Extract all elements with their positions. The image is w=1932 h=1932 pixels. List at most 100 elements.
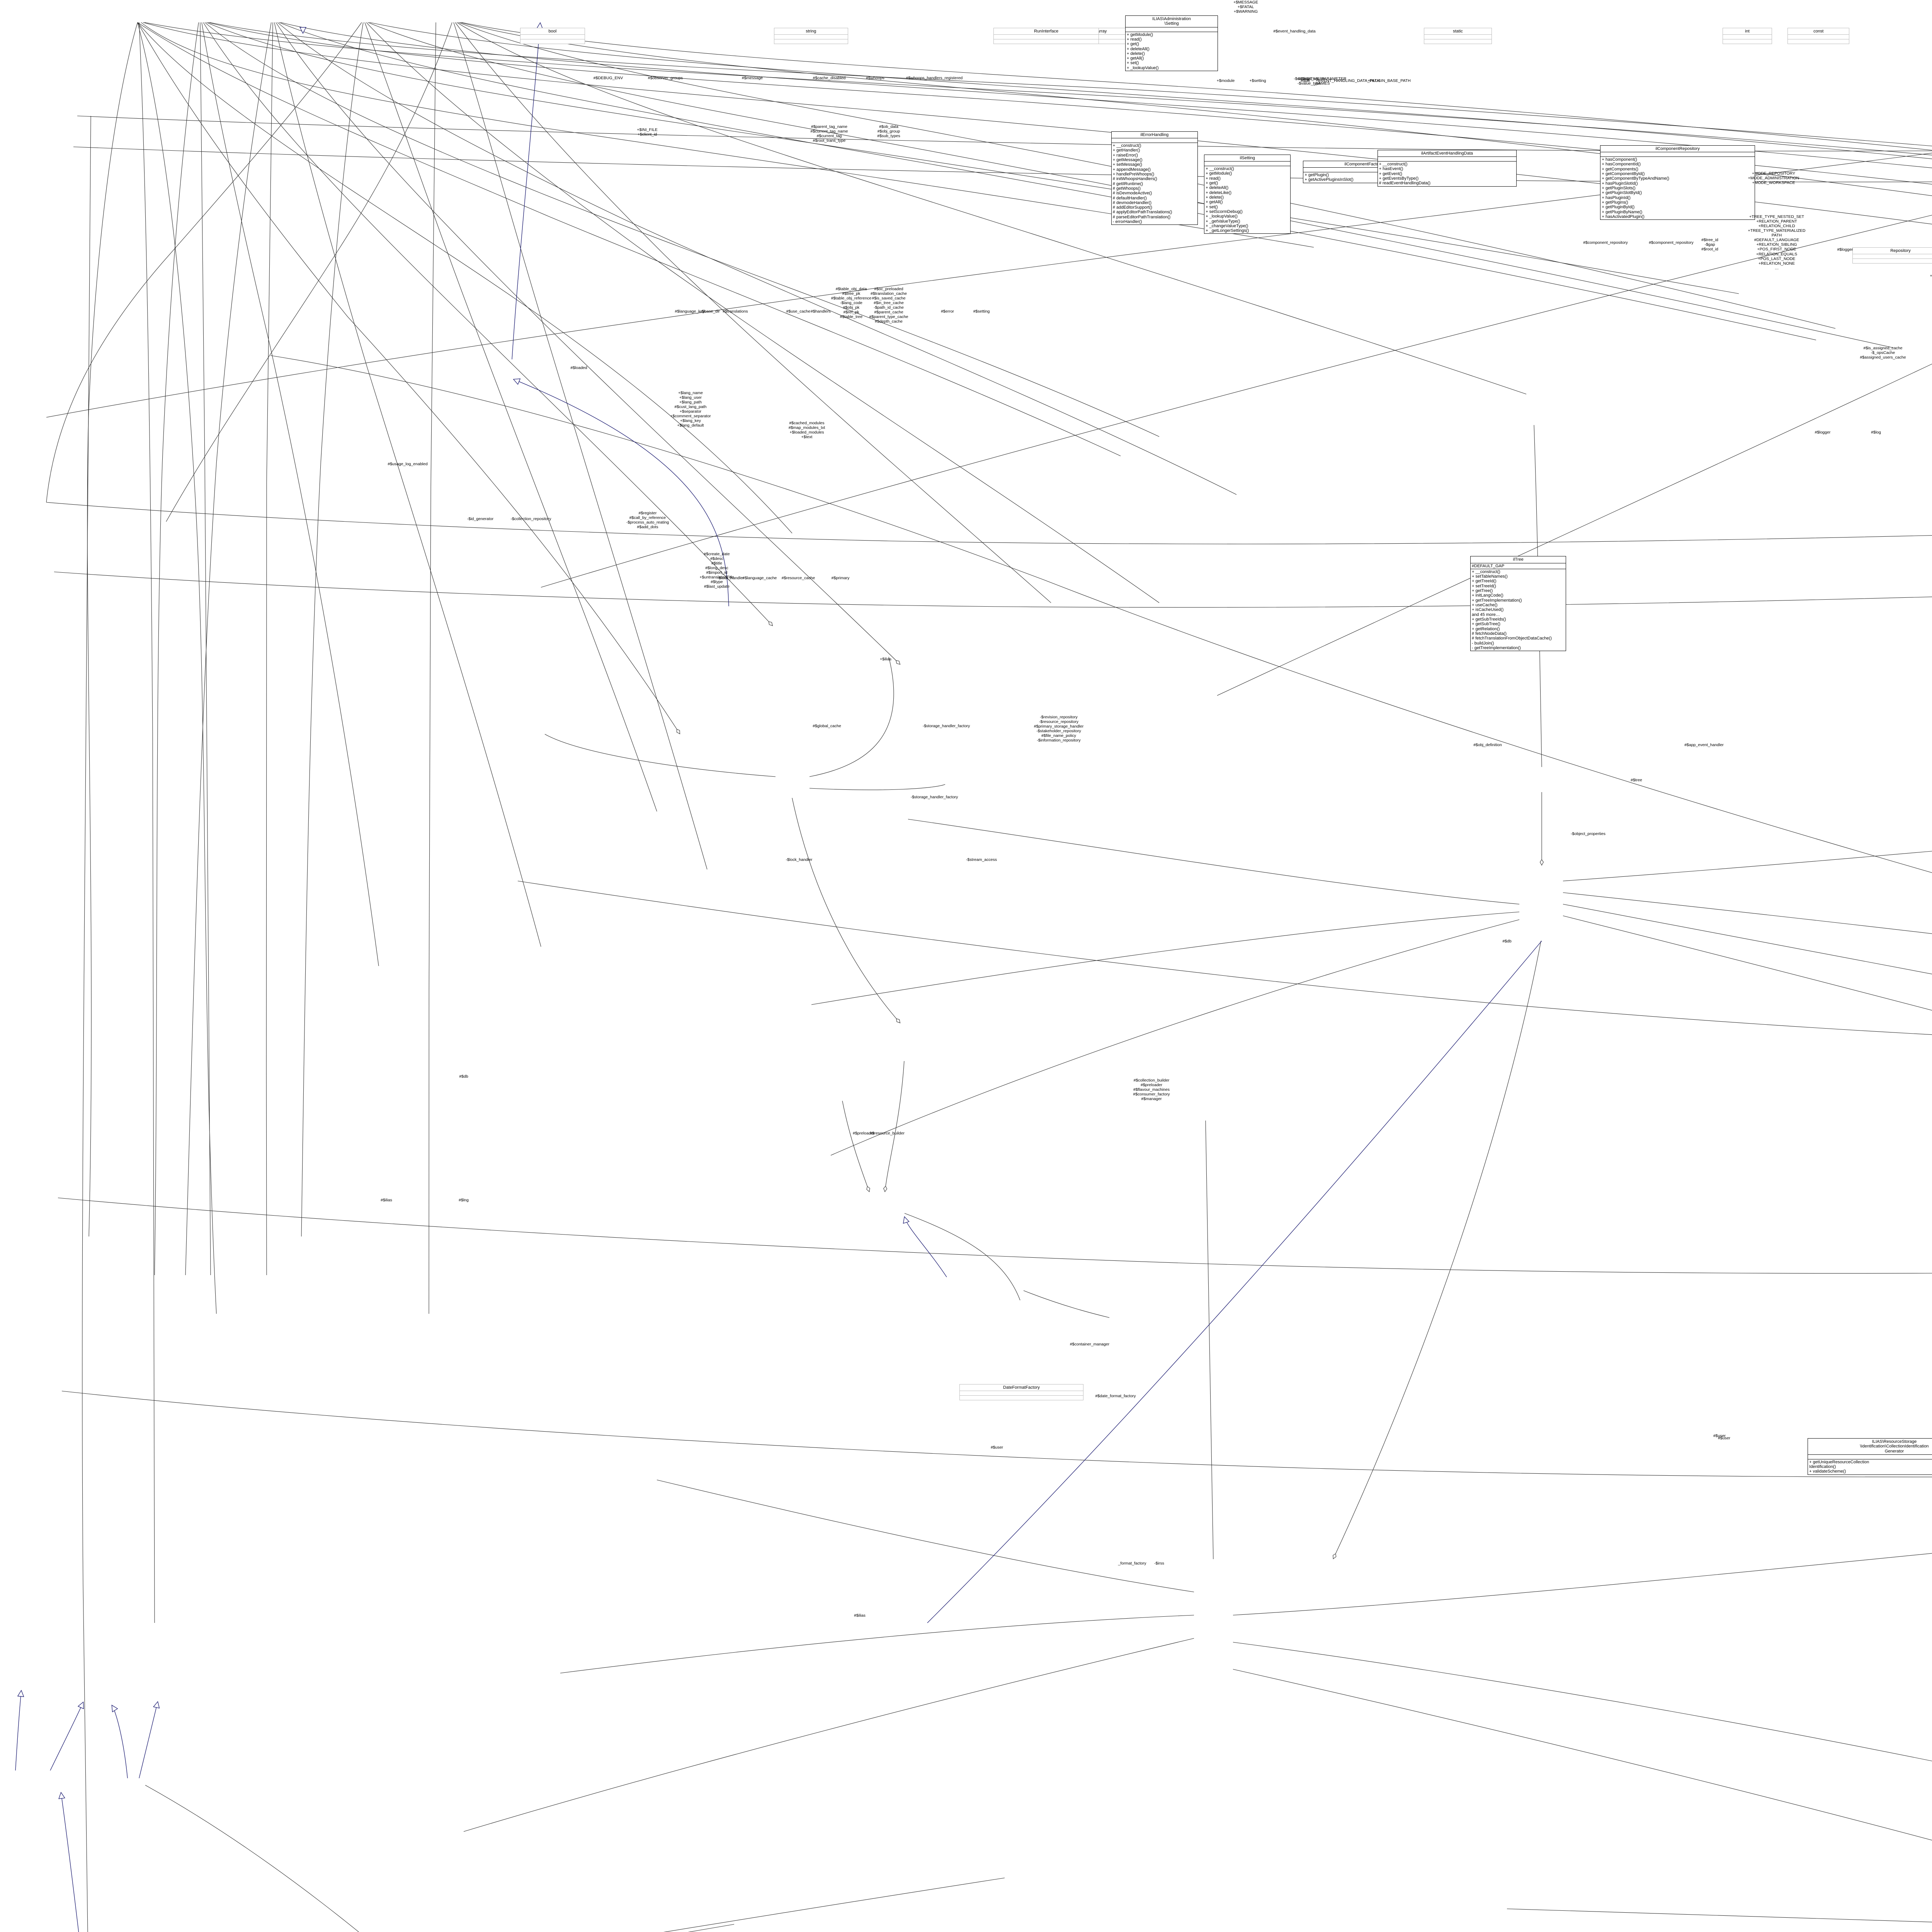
edge-label: +FILTER_NOT_INTERNAL +FILTER_ALL_GLOBAL … [1930, 274, 1932, 278]
class-title: const [1813, 29, 1824, 34]
class-separator [520, 34, 585, 35]
edge-label: #$error [941, 309, 954, 314]
class-attributes [774, 35, 848, 39]
class-title: ilSetting [1240, 155, 1255, 160]
class-node[interactable]: DateFormatFactory [959, 1384, 1083, 1401]
class-operations [774, 39, 848, 44]
edge-label: +$INI_FILE +$client_id [637, 128, 658, 137]
class-separator [1378, 156, 1517, 157]
class-operations: + __construct() + getHandler() + raiseEr… [1112, 143, 1172, 224]
class-node[interactable]: Repository [1852, 247, 1932, 264]
class-operations: + getPlugin() + getActivePluginsInSlot() [1304, 173, 1354, 182]
edge-label: -$collection_repository [510, 517, 551, 521]
edge-label: #$date_format_factory [1095, 1394, 1136, 1398]
class-separator [1204, 161, 1291, 162]
class-node[interactable]: string [774, 27, 848, 44]
edge-label: #$resource_cache [781, 576, 815, 580]
edge-label: #$user [990, 1445, 1003, 1450]
class-node[interactable]: ilComponentRepository+ hasComponent() + … [1600, 145, 1755, 220]
class-attributes [520, 35, 585, 39]
edge-label: #$tree_id -$gap #$root_id [1701, 238, 1718, 252]
class-attributes [994, 35, 1098, 39]
class-node[interactable]: ILIAS\Administration \Setting + getModule… [1125, 15, 1218, 71]
class-operations: + __construct() + hasEvent() + getEvent(… [1379, 162, 1431, 186]
edge-label: #$user [1718, 1436, 1731, 1440]
edge-label: #$oc_preloaded #$translation_cache #$is_… [869, 287, 908, 324]
edge-label: #$container_manager [1070, 1342, 1110, 1347]
class-node[interactable]: const [1787, 27, 1850, 44]
edge-label: -$revision_repository -$resource_reposit… [1034, 715, 1084, 743]
class-attributes [1204, 162, 1290, 166]
edge-label: #$user [1713, 1434, 1726, 1438]
class-node[interactable]: RunInterface [993, 27, 1099, 44]
class-attributes [1600, 152, 1755, 156]
class-separator [1424, 34, 1492, 35]
class-operations [994, 39, 1098, 44]
class-node[interactable]: ilTree#DEFAULT_GAP+ __construct() + setT… [1470, 556, 1566, 651]
edge-label: +$lang_name +$lang_user +$lang_path #$cu… [670, 391, 711, 428]
class-attributes [1808, 1455, 1932, 1459]
class-node[interactable]: ilErrorHandling + __construct() + getHand… [1111, 131, 1198, 225]
class-operations [1424, 39, 1492, 44]
class-title: array [1097, 29, 1107, 34]
edge-label: #$language_key [675, 309, 705, 314]
class-title: DateFormatFactory [1003, 1385, 1040, 1390]
class-operations [960, 1396, 1083, 1400]
class-attributes [1112, 138, 1197, 143]
class-attributes [1424, 35, 1492, 39]
class-title: ILIAS\ResourceStorage \Identification\Co… [1860, 1439, 1929, 1454]
class-separator [994, 34, 1099, 35]
class-node[interactable]: static [1423, 27, 1492, 44]
edge-label: +$MESSAGE +$FATAL +$WARNING [1233, 0, 1258, 14]
edge-label: #$db [1301, 78, 1310, 83]
edge-label: #$translations [723, 309, 748, 314]
class-attributes: #DEFAULT_GAP [1472, 563, 1505, 568]
class-separator [1378, 161, 1517, 162]
class-node[interactable]: bool [520, 27, 585, 44]
edge-label: -$lock_handler [717, 576, 744, 580]
class-operations: + __construct() + setTableNames() + getT… [1472, 569, 1552, 650]
edge-label: #$register #$call_by_reference -$process… [626, 511, 669, 530]
edge-label: #$message [742, 76, 763, 80]
edge-label: #$use_cache [786, 309, 811, 314]
class-title: ilArtifactEventHandlingData [1421, 151, 1473, 156]
class-operations: + getModule() + read() + get() + deleteA… [1126, 32, 1159, 70]
edge-label: #$table_obj_data #$tree_pk #$table_obj_r… [831, 287, 872, 320]
edge-label: +$module [1216, 78, 1235, 83]
class-title: bool [548, 29, 557, 34]
class-operations [1853, 259, 1932, 263]
edge-label: #$parent_tag_name #$current_tag_name #$c… [810, 124, 848, 143]
edge-label: #$log [1871, 430, 1881, 435]
class-node[interactable]: ilSetting+ __construct() + getModule() +… [1204, 154, 1291, 234]
edge-label: -$id_generator [467, 517, 494, 521]
class-title: ilErrorHandling [1140, 132, 1169, 137]
edge-label: #$resource_builder [870, 1131, 905, 1136]
class-node[interactable]: ilArtifactEventHandlingData + __construct… [1377, 150, 1517, 187]
class-node[interactable]: ILIAS\ResourceStorage \Identification\Co… [1808, 1438, 1932, 1475]
edge-label: +MODE_REPOSITORY +MODE_ADMINISTRATION +M… [1748, 171, 1799, 185]
edge-label: #$event_handling_data [1273, 29, 1316, 34]
edge-label: #$global_cache [813, 724, 841, 728]
class-operations [520, 39, 585, 44]
class-separator [1788, 34, 1849, 35]
edge-label: -$object_properties [1571, 832, 1605, 836]
class-operations [1788, 39, 1849, 44]
class-attributes [1853, 254, 1932, 259]
edge-label: #$setting [973, 309, 990, 314]
edge-label: -$storage_handler_factory [910, 795, 958, 799]
class-node[interactable]: int [1722, 27, 1772, 44]
edge-label: +PLUGIN_BASE_PATH [1367, 78, 1411, 83]
edge-label: -$lock_handler [786, 857, 813, 862]
class-attributes [1378, 157, 1516, 161]
class-attributes [960, 1391, 1083, 1395]
edge-label: #$component_repository [1649, 240, 1694, 245]
class-title: int [1745, 29, 1750, 34]
edge-label: -$base_dir [701, 309, 720, 314]
edge-label: #$is_assigned_cache -$_opsCache #$assign… [1860, 346, 1906, 360]
class-separator [1808, 1454, 1932, 1455]
edge-label: -$settings_cache -$value_type [1294, 77, 1325, 86]
class-title: ILIAS\Administration \Setting [1152, 16, 1191, 26]
edge-label: #$usage_log_enabled [388, 462, 428, 466]
